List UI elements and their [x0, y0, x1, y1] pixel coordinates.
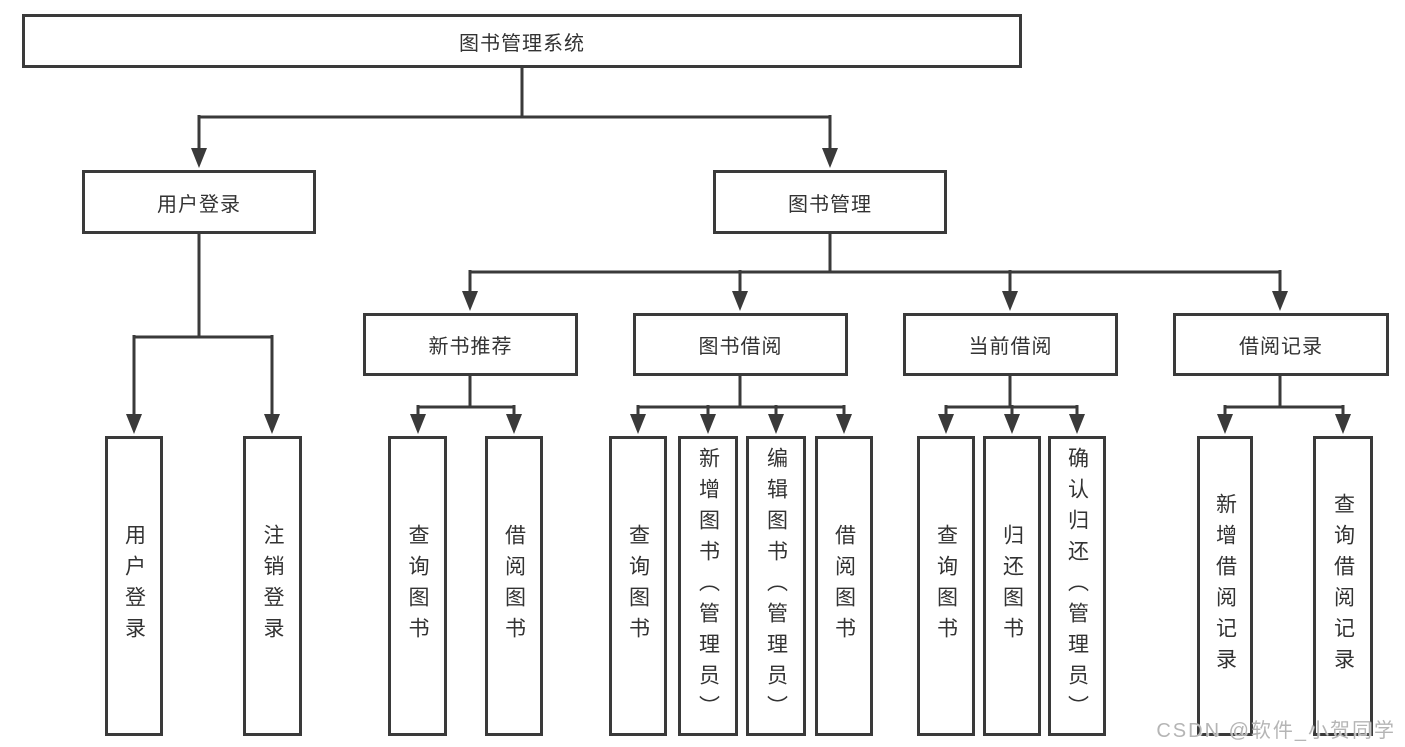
arrowhead-icon	[126, 414, 142, 434]
node-label: 查询图书	[934, 524, 958, 648]
node-label: 用户登录	[157, 193, 241, 216]
connector-user-login	[132, 234, 274, 418]
node-label: 查询图书	[406, 524, 429, 648]
connector-borrow-records	[1223, 376, 1345, 418]
connector-root	[197, 68, 832, 152]
arrowhead-icon	[700, 414, 716, 434]
arrowhead-icon	[462, 291, 478, 311]
node-label: 编辑图书（管理员）	[764, 446, 788, 726]
node-label: 查询图书	[626, 524, 650, 648]
arrowhead-icon	[191, 148, 207, 168]
node-label: 用户登录	[122, 524, 146, 648]
leaf-current-query: 查询图书	[917, 436, 975, 736]
node-borrow-records: 借阅记录	[1173, 313, 1389, 376]
arrowhead-icon	[630, 414, 646, 434]
node-label: 当前借阅	[968, 336, 1053, 358]
node-label: 借阅图书	[502, 524, 526, 648]
csdn-watermark: CSDN @软件_小贺同学	[1156, 720, 1396, 742]
node-label: 新增借阅记录	[1213, 493, 1237, 679]
leaf-current-return: 归还图书	[983, 436, 1041, 736]
node-label: 图书管理	[788, 193, 872, 216]
connector-new-books	[416, 376, 516, 418]
arrowhead-icon	[410, 414, 426, 434]
node-label: 查询借阅记录	[1331, 493, 1355, 679]
arrowhead-icon	[822, 148, 838, 168]
node-label: 图书管理系统	[459, 32, 585, 55]
node-label: 图书借阅	[698, 336, 783, 358]
node-label: 注销登录	[261, 524, 284, 648]
connector-book-borrow	[636, 376, 846, 418]
leaf-borrow-edit: 编辑图书（管理员）	[746, 436, 806, 736]
node-new-books: 新书推荐	[363, 313, 578, 376]
leaf-newbooks-query: 查询图书	[388, 436, 447, 736]
leaf-newbooks-borrow: 借阅图书	[485, 436, 543, 736]
arrowhead-icon	[768, 414, 784, 434]
node-label: 新增图书（管理员）	[696, 446, 720, 726]
arrowhead-icon	[1335, 414, 1351, 434]
arrowhead-icon	[264, 414, 280, 434]
arrowhead-icon	[1004, 414, 1020, 434]
node-book-borrow: 图书借阅	[633, 313, 848, 376]
node-label: 新书推荐	[428, 336, 513, 358]
node-label: 确认归还（管理员）	[1065, 446, 1089, 726]
node-user-login: 用户登录	[82, 170, 316, 234]
leaf-borrow-borrow: 借阅图书	[815, 436, 873, 736]
leaf-borrow-query: 查询图书	[609, 436, 667, 736]
connector-book-mgmt	[468, 234, 1282, 295]
arrowhead-icon	[1002, 291, 1018, 311]
arrowhead-icon	[1272, 291, 1288, 311]
arrowhead-icon	[1217, 414, 1233, 434]
node-book-mgmt: 图书管理	[713, 170, 947, 234]
node-label: 借阅记录	[1239, 336, 1323, 358]
node-current-borrow: 当前借阅	[903, 313, 1118, 376]
arrowhead-icon	[732, 291, 748, 311]
connector-current-borrow	[944, 376, 1079, 418]
arrowhead-icon	[938, 414, 954, 434]
node-label: 归还图书	[1000, 524, 1024, 648]
arrowhead-icon	[506, 414, 522, 434]
leaf-borrow-add: 新增图书（管理员）	[678, 436, 738, 736]
arrowhead-icon	[1069, 414, 1085, 434]
arrowhead-icon	[836, 414, 852, 434]
leaf-user-login: 用户登录	[105, 436, 163, 736]
leaf-records-query: 查询借阅记录	[1313, 436, 1373, 736]
leaf-records-add: 新增借阅记录	[1197, 436, 1253, 736]
node-library-system: 图书管理系统	[22, 14, 1022, 68]
leaf-logout: 注销登录	[243, 436, 302, 736]
leaf-current-confirm: 确认归还（管理员）	[1048, 436, 1106, 736]
node-label: 借阅图书	[832, 524, 856, 648]
